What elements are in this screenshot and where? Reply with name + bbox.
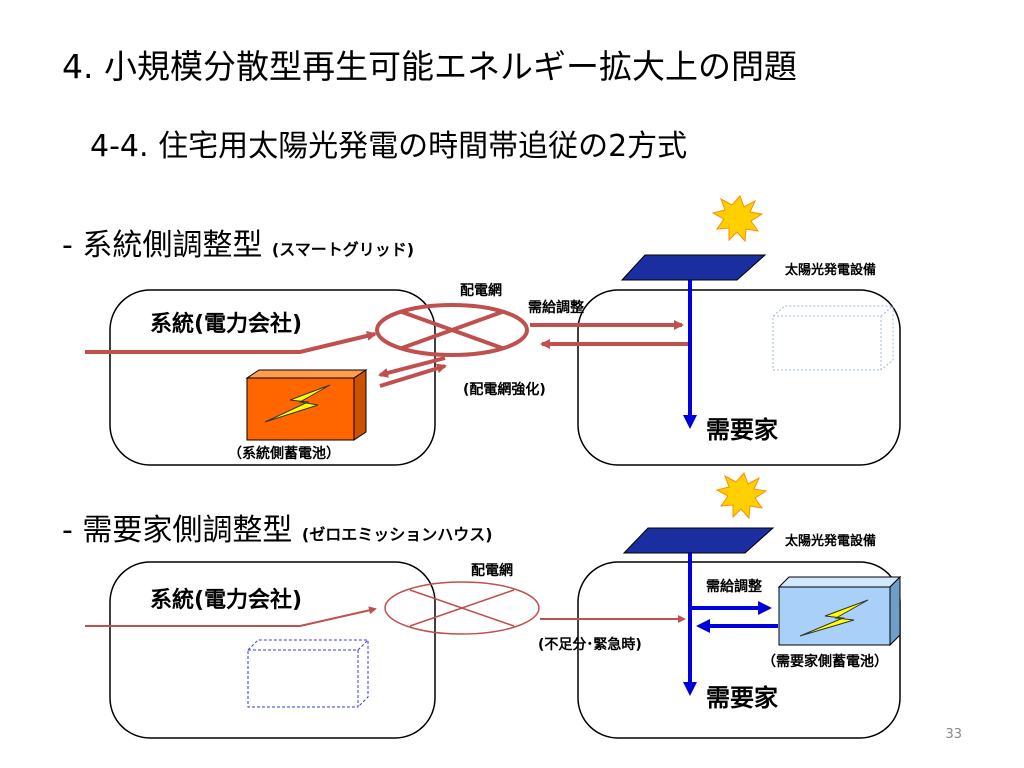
solar-panel-icon (620, 254, 767, 281)
slide-title: 4. 小規模分散型再生可能エネルギー拡大上の問題 (62, 47, 797, 86)
home-battery-label: （需要家側蓄電池） (762, 654, 888, 670)
supply-demand-label-2: 需給調整 (706, 579, 762, 595)
consumer-label-1: 需要家 (706, 416, 778, 444)
placeholder-box-2 (247, 639, 369, 708)
section2-heading: - 需要家側調整型 (ゼロエミッションハウス) (62, 505, 493, 549)
distribution-network-label-2: 配電網 (471, 563, 513, 579)
section2-heading-note: (ゼロエミッションハウス) (301, 525, 493, 544)
solar-facility-label-1: 太陽光発電設備 (785, 263, 877, 278)
sun-icon (711, 195, 764, 243)
supply-demand-label-1: 需給調整 (528, 300, 584, 316)
section1-heading: - 系統側調整型 (スマートグリッド) (62, 220, 414, 264)
grid-battery-label: （系統側蓄電池） (228, 446, 340, 462)
consumer-box-1 (577, 289, 901, 466)
slide-subtitle: 4-4. 住宅用太陽光発電の時間帯追従の2方式 (90, 129, 688, 164)
battery-charge-arrow (379, 363, 447, 388)
placeholder-box-1 (772, 305, 894, 371)
grid-supply-line-2 (85, 606, 377, 627)
distribution-network-1 (375, 303, 529, 357)
distribution-network-label-1: 配電網 (460, 283, 502, 299)
solar-panel-icon (622, 527, 775, 554)
section1-heading-text: - 系統側調整型 (62, 228, 263, 263)
grid-company-label-1: 系統(電力会社) (150, 312, 303, 337)
section2-heading-text: - 需要家側調整型 (62, 513, 293, 548)
grid-box-2 (109, 561, 436, 739)
consumer-label-2: 需要家 (706, 684, 778, 712)
lightning-icon (799, 599, 869, 637)
distribution-network-2 (384, 581, 540, 635)
lightning-icon (264, 384, 331, 423)
sun-icon (715, 472, 768, 520)
shortage-emergency-label: (不足分･緊急時) (538, 637, 642, 653)
grid-supply-line-1 (85, 331, 377, 354)
solar-facility-label-2: 太陽光発電設備 (785, 534, 877, 549)
battery-discharge-arrow (378, 356, 446, 378)
network-reinforcement-label: (配電網強化) (463, 382, 546, 398)
grid-company-label-2: 系統(電力会社) (150, 588, 303, 613)
section1-heading-note: (スマートグリッド) (271, 240, 415, 259)
page-number: 33 (945, 727, 962, 742)
